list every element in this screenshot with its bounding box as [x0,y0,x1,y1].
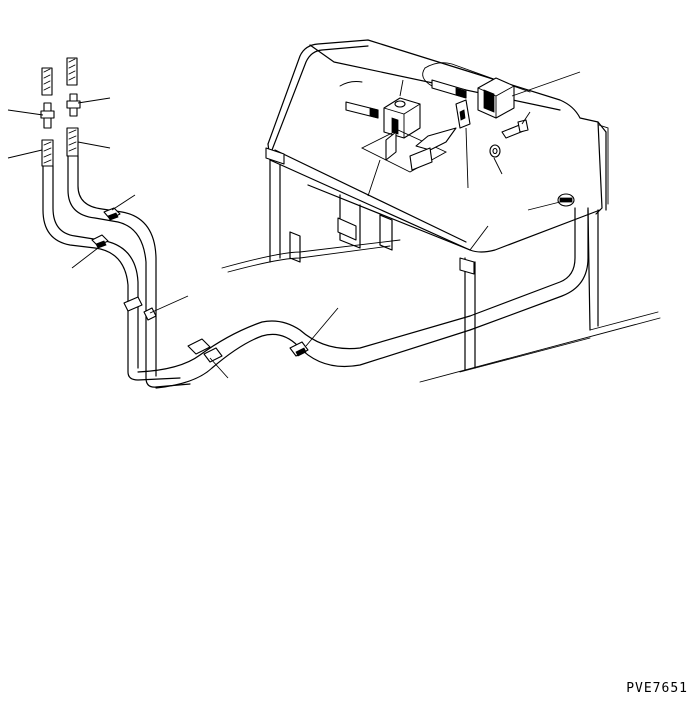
hose-clamp-5 [289,341,309,357]
heater-hose-pair [42,155,589,389]
hose-connector-right [66,127,79,157]
hose-connector-left [41,139,54,167]
valve-bracket-right [409,99,471,171]
hose-clamp-1 [103,207,121,221]
leader-lines-clamps [71,194,339,379]
hose-end-right [66,57,78,86]
hose-end-left [41,67,53,96]
drawing-code: PVE7651 [626,681,688,696]
bolt [501,119,529,139]
hose-clamp-3 [123,296,157,321]
right-side-grommet [557,193,575,207]
water-valve-left [383,97,421,139]
hose-clamp-2 [91,234,109,249]
water-valve-right [477,77,515,119]
bracket-left [360,129,447,173]
heater-cover-assembly [221,39,661,383]
nipple-fitting-right [66,93,81,117]
washer [489,144,501,158]
hose-clamp-4 [187,338,223,363]
leader-lines-fittings [7,97,111,159]
leader-lines-cover [367,71,581,251]
cover-hose-left [345,101,379,119]
nipple-fitting-left [40,102,55,129]
cover-hose-right [431,79,467,99]
